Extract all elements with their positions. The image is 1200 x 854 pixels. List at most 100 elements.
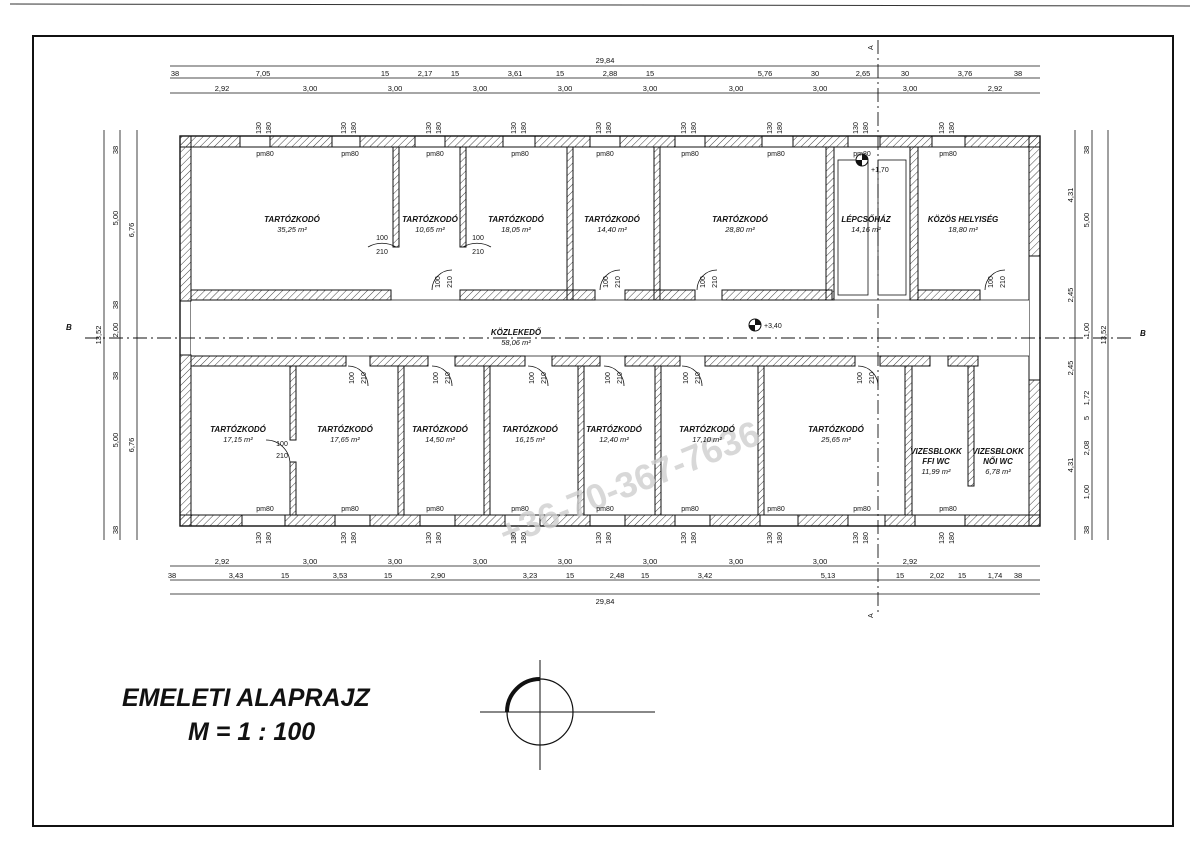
room-name: VIZESBLOKK xyxy=(972,447,1025,456)
window-sill-label: pm80 xyxy=(939,151,957,158)
bottom-dimension-value: 15 xyxy=(566,571,574,580)
top-dimension-value: 3,00 xyxy=(388,84,403,93)
bottom-dimensions xyxy=(170,565,1040,595)
window-sill-label: pm80 xyxy=(681,506,699,513)
room-name: TARTÓZKODÓ xyxy=(586,425,642,434)
top-dimension-value: 30 xyxy=(811,69,819,78)
top-dimension-value: 5,76 xyxy=(758,69,773,78)
top-dimension-value: 30 xyxy=(901,69,909,78)
left-dimension-value: 38 xyxy=(111,372,120,380)
room-name: KÖZLEKEDŐ xyxy=(491,328,542,337)
interior-partitions xyxy=(190,146,981,516)
window-height-label: 180 xyxy=(521,122,528,134)
bottom-dimension-value: 3,42 xyxy=(698,571,713,580)
room-area: 14,50 m² xyxy=(425,435,455,444)
window-height-label: 180 xyxy=(266,122,273,134)
room-area: 18,05 m² xyxy=(501,225,531,234)
window-sill-label: pm80 xyxy=(767,506,785,513)
window-width-label: 130 xyxy=(511,122,518,134)
room-area: 18,80 m² xyxy=(948,225,978,234)
window-height-label: 180 xyxy=(691,532,698,544)
bottom-dimension-value: 2,92 xyxy=(215,557,230,566)
window-height-label: 180 xyxy=(691,122,698,134)
top-dimension-value: 2,65 xyxy=(856,69,871,78)
window-height-label: 180 xyxy=(351,532,358,544)
bottom-dimension-value: 3,43 xyxy=(229,571,244,580)
section-label-a-bottom: A xyxy=(868,613,875,618)
window-height-label: 180 xyxy=(521,532,528,544)
window-sill-label: pm80 xyxy=(681,151,699,158)
window-height-label: 180 xyxy=(949,122,956,134)
left-dimension-value: 5,00 xyxy=(111,433,120,448)
window-height-label: 180 xyxy=(266,532,273,544)
window-sill-label: pm80 xyxy=(341,506,359,513)
section-label-a-top: A xyxy=(868,45,875,50)
room-name: TARTÓZKODÓ xyxy=(264,215,320,224)
door-height-label: 210 xyxy=(376,249,388,256)
bottom-dimension-value: 38 xyxy=(1014,571,1022,580)
top-dimension-value: 2,88 xyxy=(603,69,618,78)
window-width-label: 130 xyxy=(939,122,946,134)
window-sill-label: pm80 xyxy=(426,506,444,513)
window-height-label: 180 xyxy=(863,532,870,544)
door-height-label: 210 xyxy=(615,276,622,288)
door-width-label: 100 xyxy=(857,372,864,384)
room-name: LÉPCSŐHÁZ xyxy=(841,215,891,224)
room-name: TARTÓZKODÓ xyxy=(712,215,768,224)
bottom-dimension-value: 3,23 xyxy=(523,571,538,580)
right-dimension-value: 1,00 xyxy=(1082,485,1091,500)
bottom-dimension-value: 15 xyxy=(281,571,289,580)
door-width-label: 100 xyxy=(376,235,388,242)
room-area: 16,15 m² xyxy=(515,435,545,444)
window-width-label: 130 xyxy=(596,532,603,544)
left-dimensions xyxy=(103,130,138,540)
window-height-label: 180 xyxy=(863,122,870,134)
window-sill-label: pm80 xyxy=(767,151,785,158)
window-height-label: 180 xyxy=(351,122,358,134)
top-dimension-value: 38 xyxy=(1014,69,1022,78)
window-sill-label: pm80 xyxy=(341,151,359,158)
left-dimension-value: 38 xyxy=(111,526,120,534)
room-area: 17,65 m² xyxy=(330,435,360,444)
door-width-label: 100 xyxy=(435,276,442,288)
room-area: 6,78 m² xyxy=(985,467,1011,476)
left-overall-dimension: 13,52 xyxy=(94,326,103,345)
window-sill-label: pm80 xyxy=(511,506,529,513)
window-width-label: 130 xyxy=(426,532,433,544)
door-width-label: 100 xyxy=(700,276,707,288)
door-width-label: 100 xyxy=(472,235,484,242)
door-width-label: 100 xyxy=(605,372,612,384)
door-height-label: 210 xyxy=(695,372,702,384)
right-dimension-value: 38 xyxy=(1082,526,1091,534)
room-area: 35,25 m² xyxy=(277,225,307,234)
door-width-label: 100 xyxy=(276,441,288,448)
bottom-dimension-value: 3,00 xyxy=(813,557,828,566)
building-walls xyxy=(179,135,1041,527)
door-height-label: 210 xyxy=(1000,276,1007,288)
room-name: KÖZÖS HELYISÉG xyxy=(928,215,999,224)
room-name: TARTÓZKODÓ xyxy=(502,425,558,434)
north-arrow-symbol xyxy=(480,660,655,770)
door-width-label: 100 xyxy=(349,372,356,384)
right-dimensions xyxy=(1074,130,1109,540)
window-height-label: 180 xyxy=(436,122,443,134)
sheet-border xyxy=(32,35,1174,827)
level-marker-stair xyxy=(855,153,869,167)
bottom-dimension-value: 3,00 xyxy=(558,557,573,566)
top-dimension-value: 3,00 xyxy=(729,84,744,93)
door-height-label: 210 xyxy=(472,249,484,256)
room-name: VIZESBLOKK xyxy=(910,447,963,456)
top-dimension-value: 2,92 xyxy=(215,84,230,93)
room-area: 14,40 m² xyxy=(597,225,627,234)
window-sill-label: pm80 xyxy=(426,151,444,158)
top-overall-dimension: 29,84 xyxy=(596,56,615,65)
top-dimension-value: 3,00 xyxy=(813,84,828,93)
bottom-dimension-value: 1,74 xyxy=(988,571,1003,580)
room-name: TARTÓZKODÓ xyxy=(584,215,640,224)
window-width-label: 130 xyxy=(256,122,263,134)
top-dimension-value: 15 xyxy=(646,69,654,78)
window-sill-label: pm80 xyxy=(596,151,614,158)
